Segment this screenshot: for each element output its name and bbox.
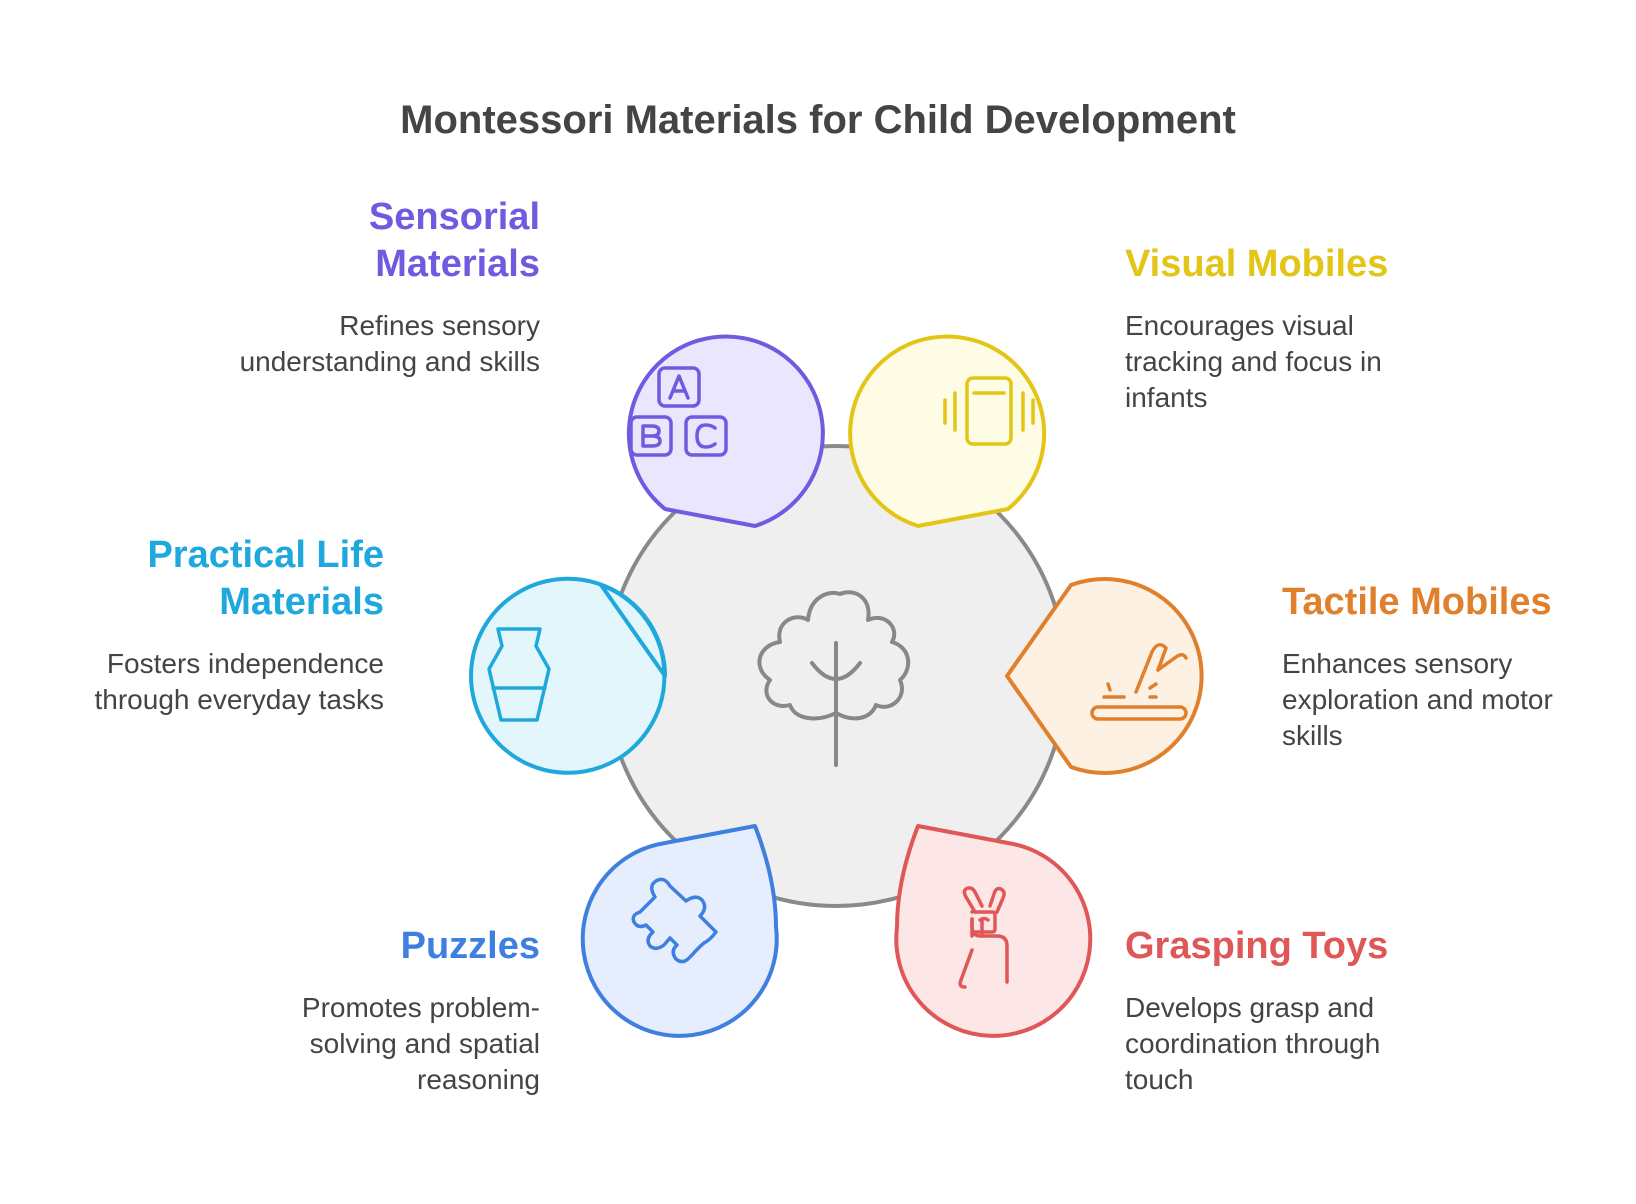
grasping-desc-line-1: Develops grasp and — [1125, 992, 1375, 1023]
visual-desc-line-1: Encourages visual — [1125, 310, 1354, 341]
visual-heading: Visual Mobiles — [1125, 241, 1545, 288]
sensorial-heading-line-2: Materials — [375, 243, 540, 285]
practical-desc-line-2: through everyday tasks — [94, 684, 385, 715]
sensorial-heading: Sensorial Materials — [160, 194, 540, 288]
puzzles-desc-line-1: Promotes problem- — [301, 992, 540, 1023]
grasping-hand-icon — [958, 886, 1009, 989]
puzzle-piece-icon — [631, 877, 718, 964]
grasping-block: Grasping Toys Develops grasp and coordin… — [1125, 923, 1545, 1098]
tactile-desc-line-2: exploration and motor — [1282, 684, 1553, 715]
practical-pin — [469, 576, 667, 775]
diagram-title: Montessori Materials for Child Developme… — [400, 98, 1236, 142]
visual-pin — [848, 334, 1047, 528]
visual-desc-line-3: infants — [1125, 382, 1208, 413]
puzzles-heading-line-1: Puzzles — [400, 925, 540, 967]
practical-desc-line-1: Fosters independence — [106, 648, 384, 679]
sensorial-heading-line-1: Sensorial — [368, 196, 540, 238]
tree-icon — [757, 590, 911, 767]
tactile-desc-line-3: skills — [1282, 720, 1343, 751]
tactile-desc-line-1: Enhances sensory — [1282, 648, 1513, 679]
practical-heading: Practical Life Materials — [20, 532, 384, 626]
grasping-heading: Grasping Toys — [1125, 923, 1545, 970]
puzzles-desc-line-2: solving and spatial — [309, 1028, 540, 1059]
grasping-desc-line-3: touch — [1125, 1064, 1194, 1095]
tactile-heading-line-1: Tactile Mobiles — [1282, 581, 1552, 623]
practical-heading-line-1: Practical Life — [147, 534, 384, 576]
sensorial-description: Refines sensory understanding and skills — [160, 308, 540, 380]
puzzles-block: Puzzles Promotes problem- solving and sp… — [200, 923, 540, 1098]
tactile-heading: Tactile Mobiles — [1282, 579, 1622, 626]
vibrating-phone-icon — [943, 376, 1035, 446]
practical-block: Practical Life Materials Fosters indepen… — [20, 532, 385, 718]
touch-surface-icon — [1090, 643, 1188, 721]
vase-icon — [487, 627, 551, 722]
puzzles-description: Promotes problem- solving and spatial re… — [200, 990, 540, 1098]
visual-heading-line-1: Visual Mobiles — [1125, 243, 1389, 285]
tactile-block: Tactile Mobiles Enhances sensory explora… — [1282, 579, 1622, 754]
visual-description: Encourages visual tracking and focus in … — [1125, 308, 1545, 416]
tactile-description: Enhances sensory exploration and motor s… — [1282, 646, 1622, 754]
tactile-pin — [1005, 577, 1204, 775]
sensorial-desc-line-1: Refines sensory — [339, 310, 540, 341]
puzzles-pin — [580, 824, 779, 1038]
sensorial-block: Sensorial Materials Refines sensory unde… — [160, 194, 540, 380]
abc-blocks-icon — [629, 366, 728, 457]
grasping-heading-line-1: Grasping Toys — [1125, 925, 1389, 967]
grasping-description: Develops grasp and coordination through … — [1125, 990, 1545, 1098]
practical-heading-line-2: Materials — [219, 581, 384, 623]
puzzles-desc-line-3: reasoning — [417, 1064, 540, 1095]
puzzles-heading: Puzzles — [200, 923, 540, 970]
practical-description: Fosters independence through everyday ta… — [20, 646, 385, 718]
sensorial-desc-line-2: understanding and skills — [239, 346, 540, 377]
grasping-desc-line-2: coordination through — [1125, 1028, 1381, 1059]
visual-block: Visual Mobiles Encourages visual trackin… — [1125, 241, 1545, 416]
visual-desc-line-2: tracking and focus in — [1125, 346, 1382, 377]
